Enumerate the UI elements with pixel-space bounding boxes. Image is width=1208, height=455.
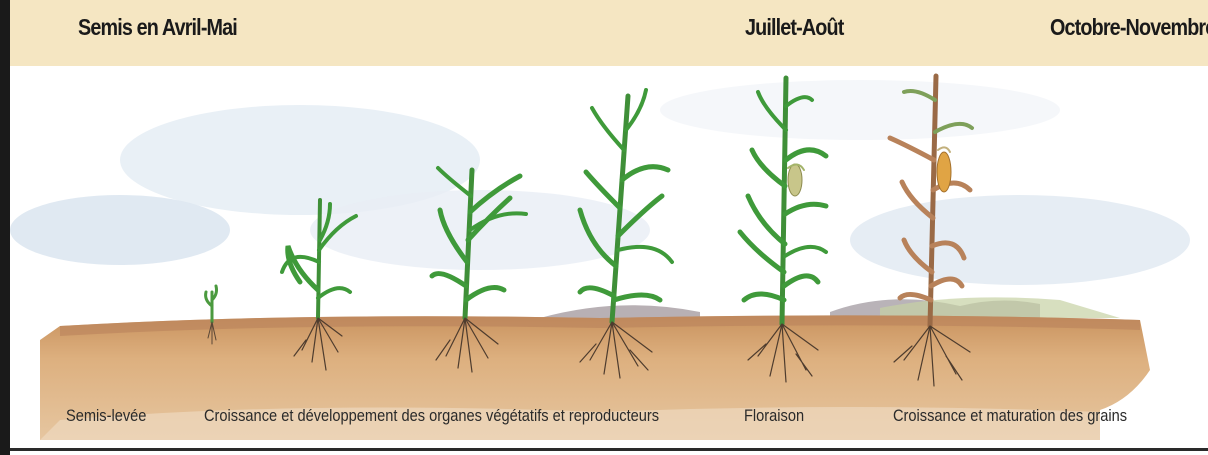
stage-caption-maturation: Croissance et maturation des grains	[893, 406, 1127, 426]
stage-caption-growth: Croissance et développement des organes …	[204, 406, 659, 426]
stage-caption-emergence: Semis-levée	[66, 406, 146, 426]
stage-caption-flowering: Floraison	[744, 406, 804, 426]
bottom-border	[10, 448, 1208, 451]
